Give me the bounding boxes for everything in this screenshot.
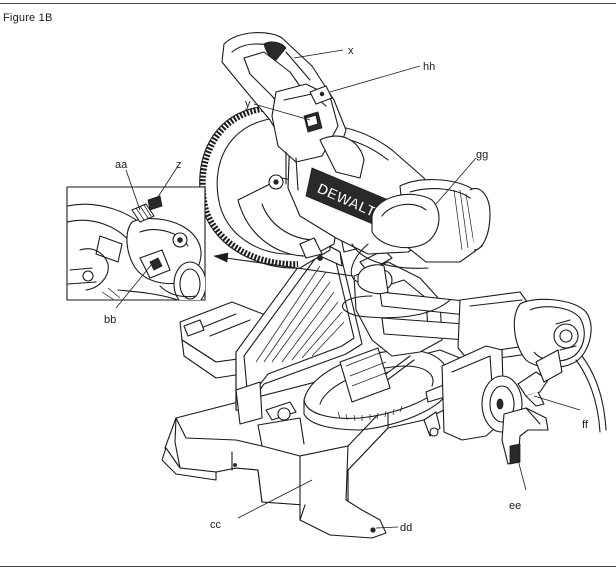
callout-aa: aa [115,159,128,171]
callout-ff: ff [582,419,589,431]
callout-gg: gg [476,149,488,161]
bottom-rule [0,566,616,567]
callout-ee: ee [509,500,521,512]
callout-dd: dd [400,522,412,534]
callout-x: x [348,45,354,57]
callout-bb: bb [104,314,116,326]
leader-hh [330,66,420,92]
leader-x [294,50,343,58]
saw-base [162,350,470,538]
callout-z: z [176,159,182,171]
callout-cc: cc [210,519,222,531]
callout-y: y [245,98,251,110]
leader-ee [518,460,526,490]
callout-hh: hh [423,61,435,73]
